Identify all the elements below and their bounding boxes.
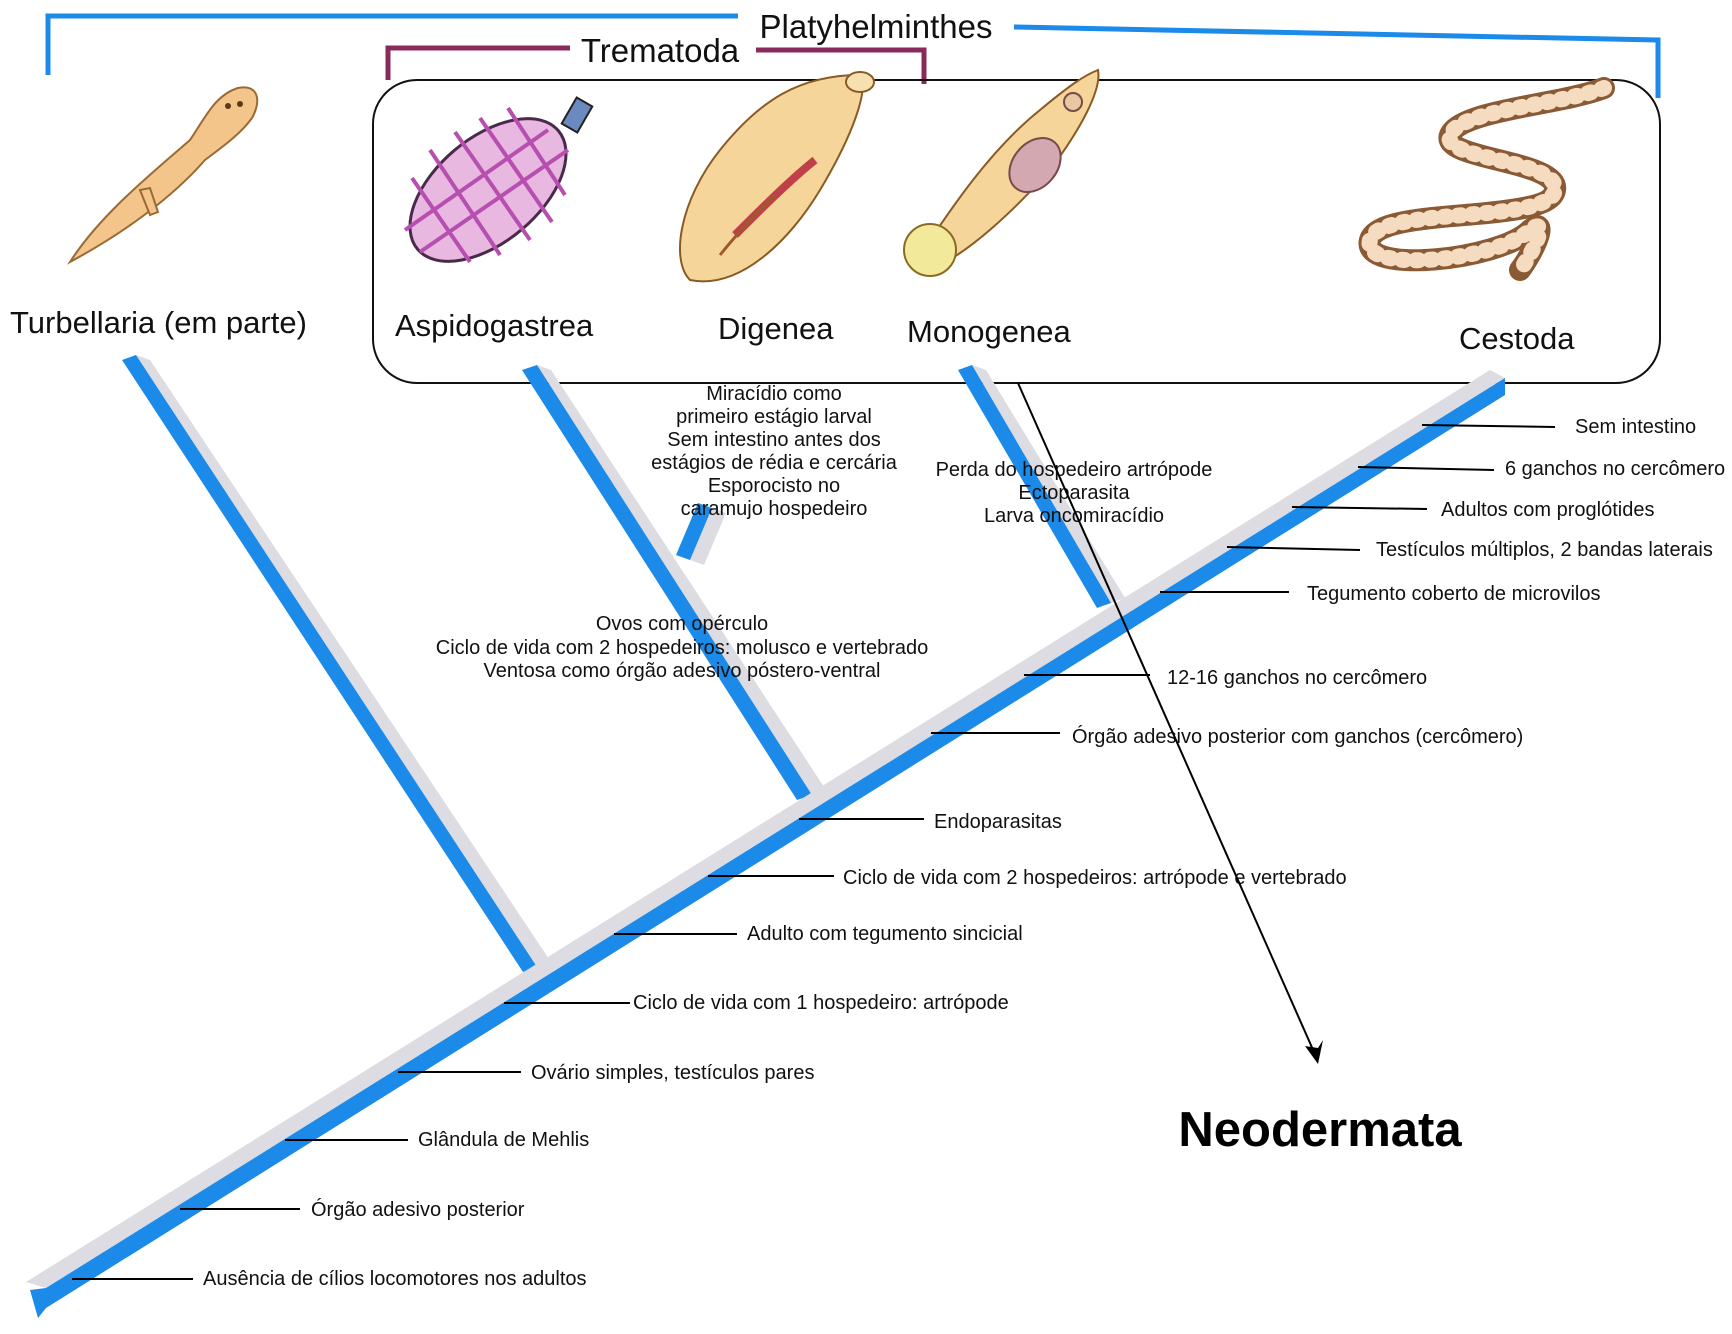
taxon-cestoda: Cestoda — [1459, 321, 1575, 356]
char-11: Testículos múltiplos, 2 bandas laterais — [1376, 539, 1713, 561]
monogenea-char-1: Ectoparasita — [1018, 482, 1130, 504]
digenea-char-2: Sem intestino antes dos — [667, 429, 880, 451]
char-2: Glândula de Mehlis — [418, 1129, 589, 1151]
char-1: Órgão adesivo posterior — [311, 1198, 525, 1221]
digenea-char-4: Esporocisto no — [708, 475, 840, 497]
digenea-char-3: estágios de rédia e cercária — [651, 452, 898, 474]
trematoda-char-2: Ventosa como órgão adesivo póstero-ventr… — [484, 660, 881, 682]
platyhelminthes-label: Platyhelminthes — [760, 8, 993, 45]
digenea-character-labels: Miracídio como primeiro estágio larval S… — [651, 383, 898, 520]
neodermata-arrow — [1018, 383, 1323, 1064]
neodermata-label: Neodermata — [1178, 1103, 1462, 1157]
char-10: Tegumento coberto de microvilos — [1307, 583, 1600, 605]
turbellaria-illustration — [70, 87, 257, 262]
monogenea-character-labels: Perda do hospedeiro artrópode Ectoparasi… — [936, 459, 1213, 527]
trematoda-label: Trematoda — [581, 32, 740, 69]
char-12: Adultos com proglótides — [1441, 499, 1654, 521]
trematoda-char-0: Ovos com opérculo — [596, 613, 768, 635]
trematoda-char-1: Ciclo de vida com 2 hospedeiros: molusco… — [436, 637, 928, 659]
trunk-character-labels: Ausência de cílios locomotores nos adult… — [203, 416, 1725, 1290]
char-13: 6 ganchos no cercômero — [1505, 458, 1725, 480]
taxon-turbellaria: Turbellaria (em parte) — [10, 305, 307, 340]
taxon-monogenea: Monogenea — [907, 314, 1072, 349]
taxon-aspidogastrea: Aspidogastrea — [395, 308, 594, 343]
char-9: 12-16 ganchos no cercômero — [1167, 667, 1427, 689]
monogenea-illustration — [904, 70, 1098, 276]
cestoda-illustration — [1369, 88, 1604, 270]
char-3: Ovário simples, testículos pares — [531, 1062, 814, 1084]
char-6: Ciclo de vida com 2 hospedeiros: artrópo… — [843, 867, 1347, 889]
aspidogastrea-illustration — [384, 91, 592, 289]
char-5: Adulto com tegumento sincicial — [747, 923, 1023, 945]
char-14: Sem intestino — [1575, 416, 1696, 438]
digenea-char-0: Miracídio como — [706, 383, 842, 405]
char-4: Ciclo de vida com 1 hospedeiro: artrópod… — [633, 992, 1009, 1014]
char-0: Ausência de cílios locomotores nos adult… — [203, 1268, 587, 1290]
monogenea-char-0: Perda do hospedeiro artrópode — [936, 459, 1213, 481]
char-8: Órgão adesivo posterior com ganchos (cer… — [1072, 725, 1523, 748]
digenea-char-5: caramujo hospedeiro — [681, 498, 868, 520]
digenea-illustration — [680, 72, 874, 281]
char-7: Endoparasitas — [934, 811, 1062, 833]
digenea-char-1: primeiro estágio larval — [676, 406, 872, 428]
trematoda-character-labels: Ovos com opérculo Ciclo de vida com 2 ho… — [436, 613, 928, 682]
taxon-digenea: Digenea — [718, 311, 834, 346]
